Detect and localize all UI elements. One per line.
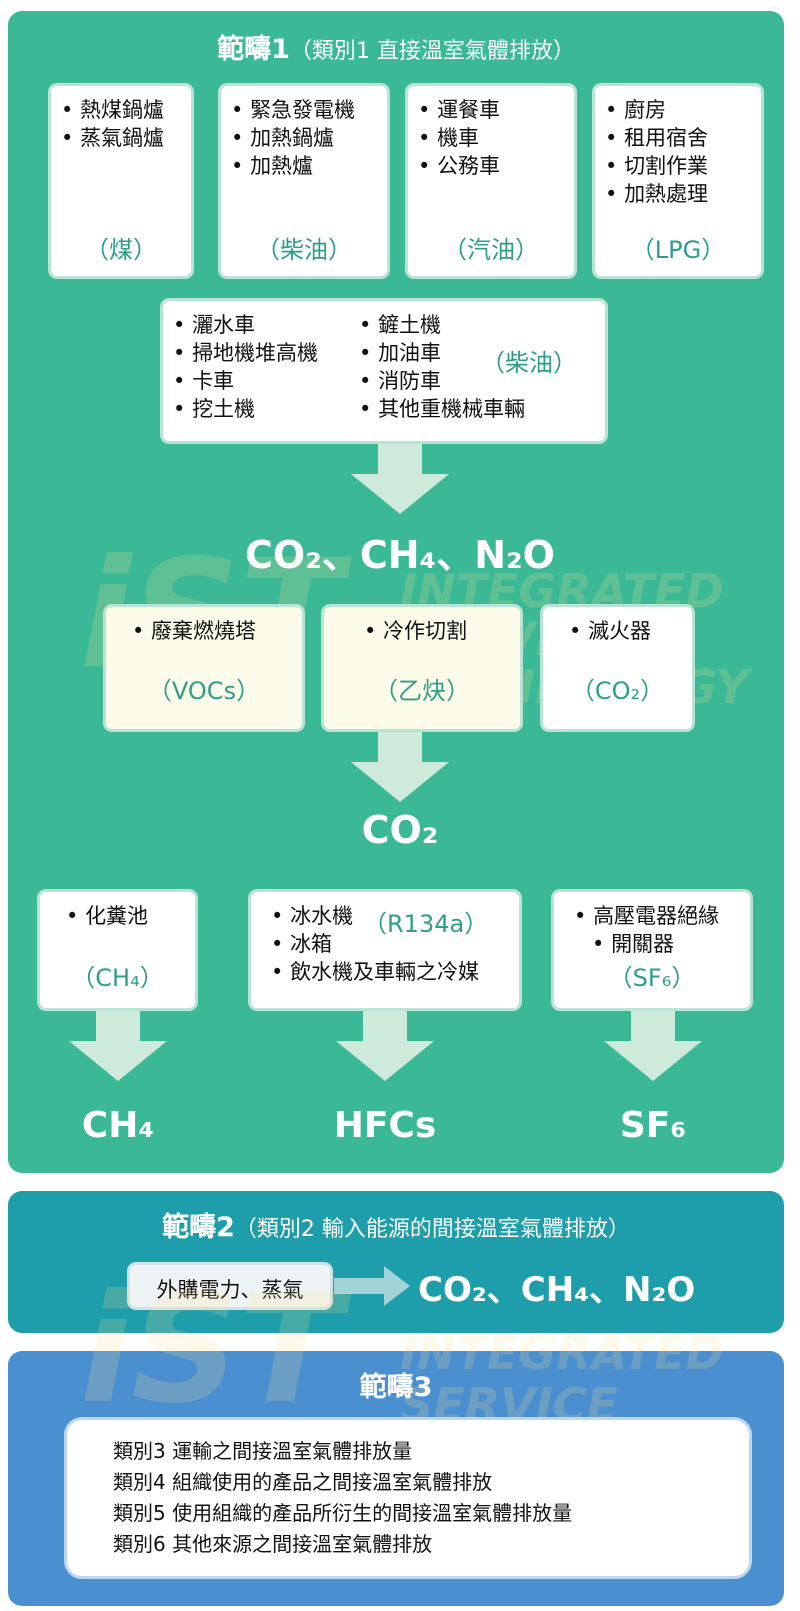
source-box-refrigerant: 冰水機 冰箱 飲水機及車輛之冷媒 （R134a） <box>248 889 522 1011</box>
list-item: 運餐車 <box>418 96 500 124</box>
fuel-label: （CH₄） <box>71 964 164 992</box>
list-item: 掃地機堆高機 <box>173 339 318 367</box>
list-item-continued: 開關器 <box>574 930 719 958</box>
scope2-title: 範疇2（類別2 輸入能源的間接溫室氣體排放） <box>162 1212 630 1243</box>
scope1-title: 範疇1（類別1 直接溫室氣體排放） <box>217 34 575 65</box>
scope3-category-box: 類別3 運輸之間接溫室氣體排放量 類別4 組織使用的產品之間接溫室氣體排放 類別… <box>64 1417 752 1579</box>
scope3-title: 範疇3 <box>359 1372 433 1403</box>
list-item: 公務車 <box>418 152 500 180</box>
fuel-label: （乙炔） <box>374 677 470 705</box>
list-item: 租用宿舍 <box>605 124 708 152</box>
fuel-label: （汽油） <box>443 236 539 264</box>
list-item: 切割作業 <box>605 152 708 180</box>
list-item: 加熱處理 <box>605 180 708 208</box>
source-box-coal: 熱煤鍋爐 蒸氣鍋爐 （煤） <box>48 83 194 279</box>
list-item: 廢棄燃燒塔 <box>132 617 256 645</box>
list-item: 化糞池 <box>66 902 148 930</box>
fuel-label: （CO₂） <box>570 677 665 705</box>
list-item: 冰箱 <box>271 930 479 958</box>
source-box-switchgear: 高壓電器絕緣 開關器 （SF₆） <box>551 889 753 1011</box>
list-item: 灑水車 <box>173 311 318 339</box>
source-box-cutting: 冷作切割 （乙炔） <box>321 604 523 732</box>
category-item: 類別4 組織使用的產品之間接溫室氣體排放 <box>113 1470 493 1494</box>
list-item: 飲水機及車輛之冷媒 <box>271 958 479 986</box>
list-item: 挖土機 <box>173 395 318 423</box>
source-box-heavy-vehicles: 灑水車 掃地機堆高機 卡車 挖土機 鏟土機 加油車 消防車 其他重機械車輛 （柴… <box>160 298 608 444</box>
gases-label: CO₂ <box>361 808 439 852</box>
down-arrow <box>351 444 449 514</box>
list-item: 廚房 <box>605 96 708 124</box>
list-item: 高壓電器絕緣 <box>574 902 719 930</box>
category-item: 類別6 其他來源之間接溫室氣體排放 <box>113 1532 433 1556</box>
fuel-label: （煤） <box>85 236 157 264</box>
fuel-label: （VOCs） <box>147 677 261 705</box>
source-box-extinguisher: 滅火器 （CO₂） <box>540 604 695 732</box>
list-item: 消防車 <box>359 367 525 395</box>
fuel-label: （LPG） <box>630 236 726 264</box>
list-item: 加油車 <box>359 339 525 367</box>
list-item: 機車 <box>418 124 500 152</box>
down-arrow <box>336 1011 434 1081</box>
list-item: 加熱鍋爐 <box>231 124 355 152</box>
gas-ch4: CH₄ <box>81 1105 155 1146</box>
list-item: 鏟土機 <box>359 311 525 339</box>
gas-sf6: SF₆ <box>619 1105 687 1146</box>
watermark-logo: iST <box>80 1263 342 1437</box>
list-item: 冷作切割 <box>364 617 467 645</box>
source-box-septic: 化糞池 （CH₄） <box>37 889 198 1011</box>
list-item: 蒸氣鍋爐 <box>61 124 164 152</box>
down-arrow <box>604 1011 702 1081</box>
category-item: 類別3 運輸之間接溫室氣體排放量 <box>113 1439 413 1463</box>
fuel-label: （柴油） <box>256 236 352 264</box>
gas-hfcs: HFCs <box>333 1105 437 1146</box>
scope2-source-box: 外購電力、蒸氣 <box>127 1262 333 1310</box>
scope2-source: 外購電力、蒸氣 <box>156 1278 304 1302</box>
source-box-lpg: 廚房 租用宿舍 切割作業 加熱處理 （LPG） <box>592 83 764 279</box>
list-item: 加熱爐 <box>231 152 355 180</box>
watermark-line1: INTEGRATED <box>400 1326 724 1380</box>
list-item: 熱煤鍋爐 <box>61 96 164 124</box>
source-box-flare: 廢棄燃燒塔 （VOCs） <box>103 604 305 732</box>
fuel-label: （R134a） <box>363 910 489 938</box>
source-box-gasoline: 運餐車 機車 公務車 （汽油） <box>405 83 577 279</box>
right-arrow <box>334 1266 410 1306</box>
down-arrow <box>351 732 449 802</box>
list-item: 冰水機 <box>271 902 479 930</box>
scope3-category-list: 類別3 運輸之間接溫室氣體排放量 類別4 組織使用的產品之間接溫室氣體排放 類別… <box>113 1436 572 1560</box>
gases-label: CO₂、CH₄、N₂O <box>245 533 555 577</box>
list-item: 卡車 <box>173 367 318 395</box>
scope2-gases: CO₂、CH₄、N₂O <box>418 1270 696 1310</box>
source-box-diesel: 緊急發電機 加熱鍋爐 加熱爐 （柴油） <box>218 83 390 279</box>
list-item: 其他重機械車輛 <box>359 395 525 423</box>
list-item: 滅火器 <box>569 617 651 645</box>
fuel-label: （SF₆） <box>608 964 696 992</box>
down-arrow <box>69 1011 167 1081</box>
category-item: 類別5 使用組織的產品所衍生的間接溫室氣體排放量 <box>113 1501 573 1525</box>
list-item: 緊急發電機 <box>231 96 355 124</box>
fuel-label: （柴油） <box>481 349 577 377</box>
